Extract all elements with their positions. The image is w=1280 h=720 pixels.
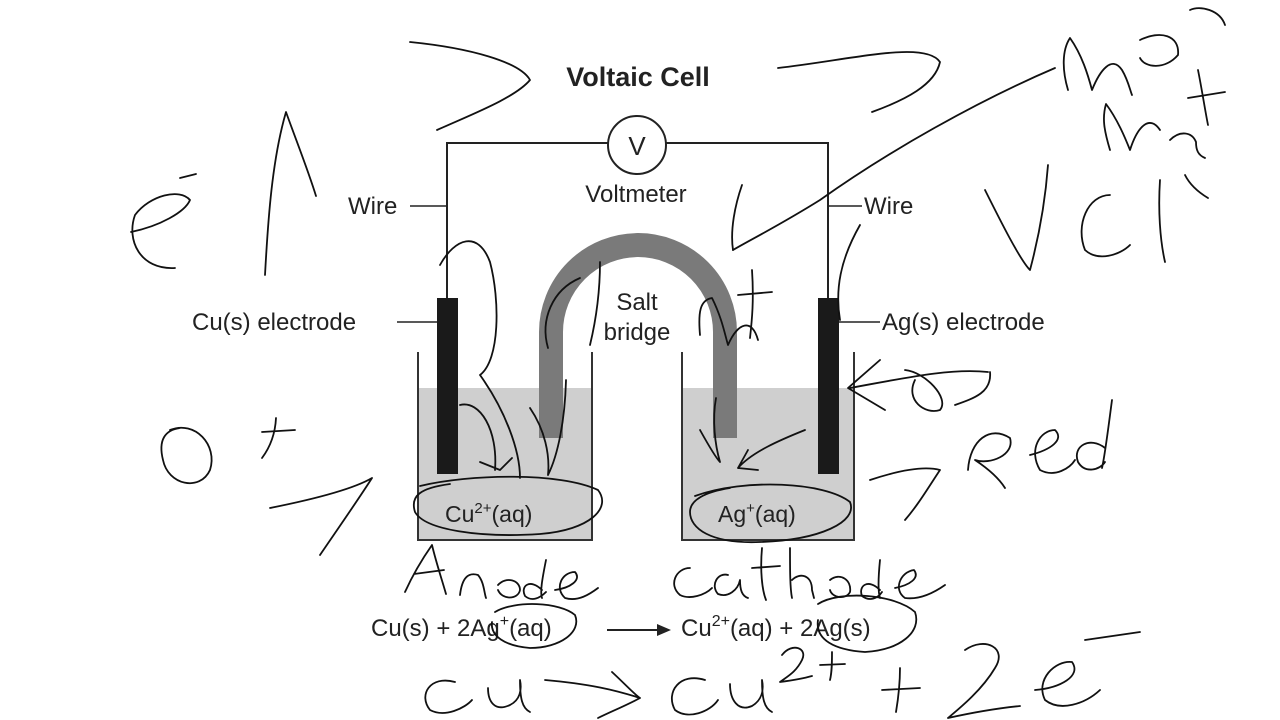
ink-half-reaction-2e xyxy=(881,631,1141,719)
wire-label-right: Wire xyxy=(864,193,913,220)
ink-chevron-left xyxy=(409,41,531,131)
ink-electron-e xyxy=(130,193,191,269)
ink-red-arrow xyxy=(869,467,941,521)
salt-bridge-label-line2: bridge xyxy=(604,319,671,346)
ag-electrode-label: Ag(s) electrode xyxy=(882,309,1045,336)
ink-left-arrow-c xyxy=(529,379,567,476)
ag-solution-label: Ag+(aq) xyxy=(718,500,796,527)
ink-bridge-na xyxy=(698,269,773,346)
salt-bridge xyxy=(539,233,737,438)
voltmeter-circle xyxy=(607,115,667,175)
equation-arrow-head xyxy=(657,624,671,636)
voltmeter-label: Voltmeter xyxy=(585,181,686,208)
ink-up-arrow xyxy=(264,111,317,276)
ink-top-right-na xyxy=(1062,7,1226,96)
ink-ag-scribble xyxy=(904,369,991,412)
ink-ox-t1 xyxy=(261,429,296,433)
ink-left-arrow-a xyxy=(439,240,521,479)
ink-circle-ag xyxy=(689,483,852,543)
ink-circle-eq-ag xyxy=(491,603,578,649)
wire-label-left: Wire xyxy=(348,193,397,220)
equation-products: Cu2+(aq) + 2Ag(s) xyxy=(681,613,871,642)
ink-electron-minus xyxy=(179,173,197,179)
ink-sweep-branch xyxy=(731,184,861,321)
ink-left-arrow-b xyxy=(459,403,513,471)
ink-ag-arrow xyxy=(847,359,989,411)
ink-half-reaction xyxy=(424,671,641,719)
ink-bridge-cl xyxy=(544,261,601,349)
ink-right-arrow-b xyxy=(737,429,806,471)
diagram-title: Voltaic Cell xyxy=(566,62,710,92)
voltmeter-symbol: V xyxy=(628,131,646,161)
cu-electrode-label: Cu(s) electrode xyxy=(192,309,356,336)
ink-sweep xyxy=(732,67,1056,251)
cu-electrode xyxy=(437,298,458,474)
ink-right-vcl xyxy=(984,164,1209,271)
ink-chevron-right xyxy=(777,51,941,113)
left-beaker xyxy=(417,352,593,541)
ink-red-word xyxy=(967,399,1113,489)
ink-right-arrow-a xyxy=(699,397,721,463)
external-wire xyxy=(446,142,829,300)
ink-cathode-word xyxy=(673,547,946,601)
equation-reactants: Cu(s) + 2Ag+(aq) xyxy=(371,613,552,642)
ink-anode-word xyxy=(404,544,599,600)
ink-ox-o xyxy=(160,427,213,485)
ink-circle-eq-2ag xyxy=(816,594,918,653)
right-beaker xyxy=(681,352,855,541)
salt-bridge-label-line1: Salt xyxy=(616,289,658,316)
cu-solution-label: Cu2+(aq) xyxy=(445,500,532,527)
ink-top-right-nat xyxy=(1103,69,1226,159)
ag-electrode xyxy=(818,298,839,474)
ink-circle-cu xyxy=(412,475,604,536)
ink-ox-t2 xyxy=(261,417,277,459)
ink-ox-arrow xyxy=(269,477,373,556)
handwritten-annotations xyxy=(130,7,1226,719)
ink-half-reaction-cu2 xyxy=(670,646,846,716)
